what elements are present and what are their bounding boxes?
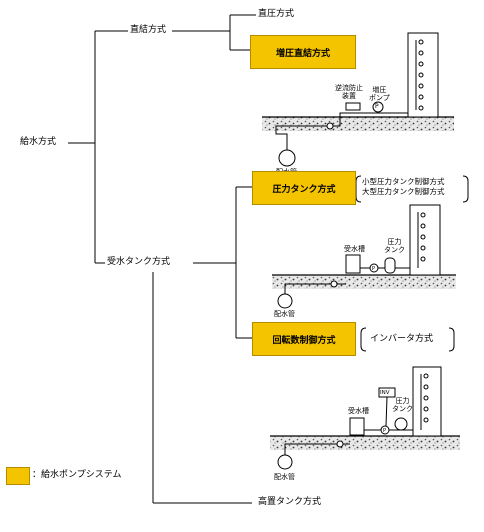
legend-label: ：給水ポンプシステム [32,470,122,480]
meter-1-icon [326,122,334,130]
ground-2 [272,275,456,289]
legend-swatch [6,467,30,485]
receiving-tank-label: 受水槽 [344,245,365,253]
booster-pump-icon [372,101,384,113]
pipe-3 [284,396,413,457]
main-pipe-1-icon [278,149,296,167]
main-pipe-2-label: 配水管 [274,310,295,318]
pressure-tank-3-icon [394,417,408,431]
building-1-outlets [415,39,424,111]
building-3-outlets [420,373,429,430]
meter-3-icon [336,440,344,448]
variants-bracket-right [462,175,469,203]
tree-lines [68,14,256,504]
building-3 [412,366,442,437]
main-pipe-2-icon [277,293,293,309]
direct-pressure-label: 直圧方式 [258,9,295,19]
building-2 [409,204,441,276]
pipe-2 [284,267,410,297]
building-2-outlets [417,212,426,268]
inverter-label: INV [380,390,390,396]
elevated-tank-label: 高置タンク方式 [258,497,322,507]
receiving-tank-3-label: 受水槽 [348,407,369,415]
inverter-variant: インバータ方式 [370,334,434,344]
root-label: 給水方式 [20,137,57,147]
receiving-tank-icon [345,254,361,274]
booster-direct-figure [262,32,454,167]
pressure-tank-box: 圧力タンク方式 [252,171,356,205]
receiving-tank-3-icon [349,417,365,436]
backflow-device-label: 逆流防止装置 [335,84,363,100]
ground-1 [262,117,454,131]
pressure-tank-variants: 小型圧力タンク制御方式大型圧力タンク制御方式 [362,177,445,196]
tank-label: 受水タンク方式 [107,257,171,267]
direct-label: 直結方式 [130,25,167,35]
pipe-1 [275,112,408,150]
pressure-tank-label: 圧力タンク [384,238,405,254]
variants-bracket-left [355,175,362,203]
ground-3 [270,436,460,450]
pump-2-symbol: P [372,266,376,272]
booster-direct-box: 増圧直結方式 [250,35,356,69]
inverter-bracket-right [448,327,455,352]
inverter-bracket-left [360,327,367,352]
booster-pump-label: 増圧ポンプ [369,86,390,102]
main-pipe-3-icon [277,454,293,470]
meter-2-icon [330,280,338,288]
pump-3-symbol: P [383,428,387,434]
pressure-tank-icon [384,257,396,274]
rpm-control-box: 回転数制御方式 [252,322,356,356]
rpm-control-figure [270,366,460,470]
booster-pump-symbol: P [375,103,379,110]
pressure-tank-figure [272,204,456,309]
pressure-tank-3-label: 圧力タンク [392,397,413,413]
backflow-device-icon [345,102,361,111]
main-pipe-3-label: 配水管 [274,473,295,481]
